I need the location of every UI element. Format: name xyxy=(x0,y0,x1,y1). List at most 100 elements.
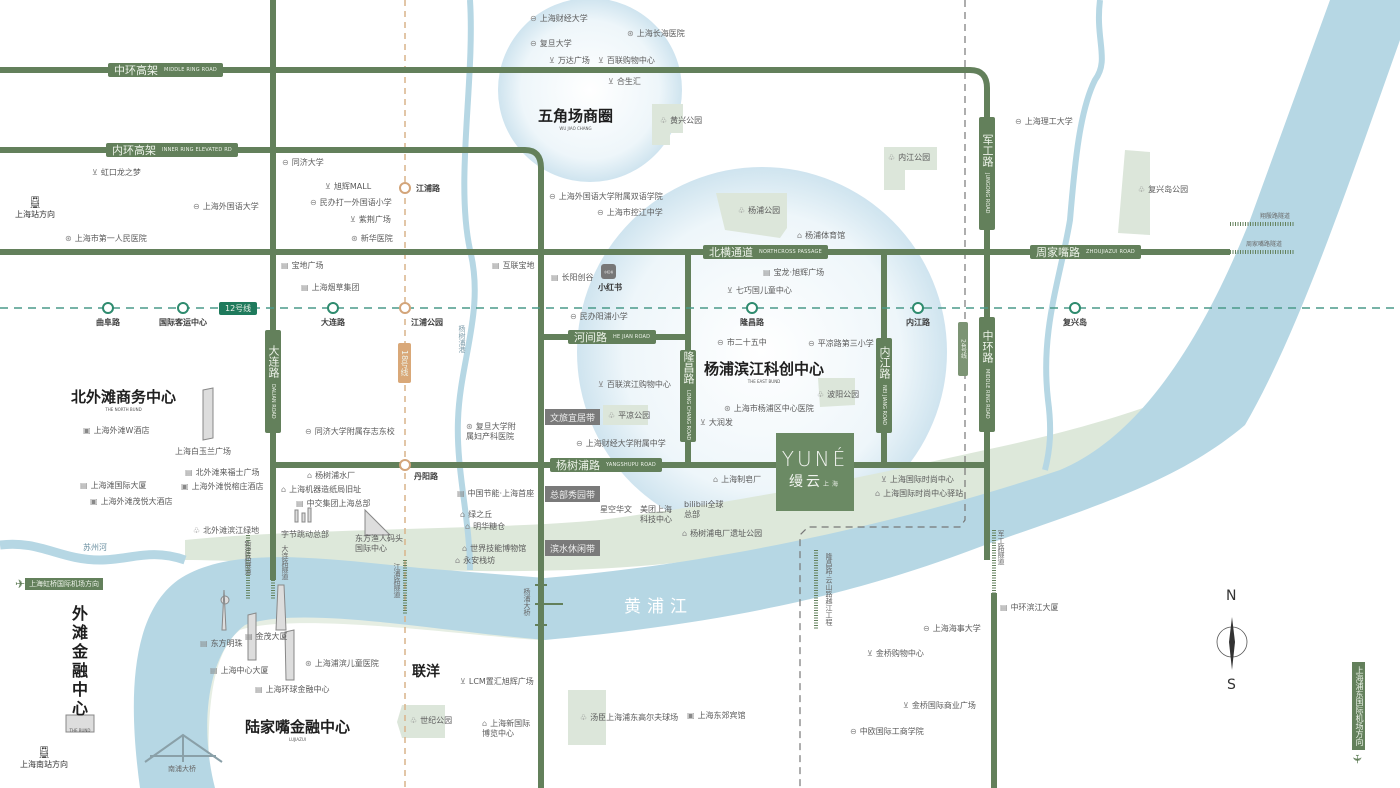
poi-hospital[interactable]: ⊛上海市第一人民医院 xyxy=(65,234,147,244)
poi-shop[interactable]: ⊻大润发 xyxy=(700,418,733,428)
poi-building[interactable]: ▤上海中心大厦 xyxy=(210,666,269,676)
poi-heritage[interactable]: ⌂杨浦体育馆 xyxy=(797,231,845,241)
poi-school[interactable]: ⊖同济大学附属存志东校 xyxy=(305,427,395,437)
poi-park[interactable]: ♧波阳公园 xyxy=(817,390,859,400)
poi-park[interactable]: ♧世纪公园 xyxy=(410,716,452,726)
poi-school[interactable]: ⊖平凉路第三小学 xyxy=(808,339,874,349)
poi-park[interactable]: ♧北外滩滨江绿地 xyxy=(193,526,259,536)
metro-station-danyang[interactable]: 丹阳路 xyxy=(414,472,438,481)
direction-hongqiao-airport[interactable]: ✈︎上海虹桥国际机场方向 xyxy=(15,577,104,591)
metro-station-neijiang[interactable]: 内江路 xyxy=(906,318,930,327)
poi-school[interactable]: ⊖民办打一外国语小学 xyxy=(310,198,392,208)
poi-shop[interactable]: ⊻上海国际时尚中心 xyxy=(881,475,954,485)
district-name-en: THE BUND xyxy=(69,728,91,733)
direction-pudong-airport[interactable]: 上海浦东国际机场方向 xyxy=(1352,662,1365,750)
poi-shop[interactable]: ⊻百联滨江购物中心 xyxy=(598,380,671,390)
poi-park[interactable]: ♧复兴岛公园 xyxy=(1138,185,1188,195)
poi-hospital[interactable]: ⊛上海长海医院 xyxy=(627,29,685,39)
poi-building[interactable]: ▤长阳创谷 xyxy=(551,273,594,283)
poi-park[interactable]: ♧平凉公园 xyxy=(608,411,650,421)
shop-icon: ⊻ xyxy=(325,182,331,191)
poi-hotel[interactable]: ▣上海东郊宾馆 xyxy=(687,711,746,721)
poi-school[interactable]: ⊖上海外国语大学附属双语学院 xyxy=(549,192,663,202)
poi-heritage[interactable]: ⌂上海制皂厂 xyxy=(713,475,761,485)
poi-school[interactable]: ⊖上海财经大学 xyxy=(530,14,588,24)
poi-school[interactable]: ⊖市二十五中 xyxy=(717,338,767,348)
poi-school[interactable]: ⊖上海理工大学 xyxy=(1015,117,1073,127)
road-name-en: MIDDLE RING ROAD xyxy=(164,67,217,73)
poi-building[interactable]: ▤金茂大厦 xyxy=(245,632,288,642)
poi-hotel[interactable]: ▣上海外滩悦榕庄酒店 xyxy=(181,482,264,492)
district-lianyang: 联洋 xyxy=(412,661,440,681)
poi-building[interactable]: ▤上海滩国际大厦 xyxy=(80,481,147,491)
poi-hospital[interactable]: ⊛复旦大学附属妇产科医院 xyxy=(466,422,518,442)
poi-hospital[interactable]: ⊛上海浦滨儿童医院 xyxy=(305,659,379,669)
poi-park[interactable]: ♧汤臣上海浦东高尔夫球场 xyxy=(580,713,678,723)
project-marker-yune[interactable]: YUNÉ 缦云上海 xyxy=(776,433,854,511)
metro-station-qufu[interactable]: 曲阜路 xyxy=(96,318,120,327)
poi-building[interactable]: ▤上海烟草集团 xyxy=(301,283,360,293)
poi-school[interactable]: ⊖复旦大学 xyxy=(530,39,572,49)
metro-station-jiangpu-road[interactable]: 江浦路 xyxy=(416,184,440,193)
poi-heritage[interactable]: ⌂绿之丘 xyxy=(460,510,492,520)
poi-landmark[interactable]: bilibili全球总部 xyxy=(684,500,728,520)
poi-heritage[interactable]: ⌂上海国际时尚中心驿站 xyxy=(875,489,963,499)
poi-building[interactable]: ▤中国节能·上海首座 xyxy=(457,489,534,499)
poi-shop[interactable]: ⊻金桥国际商业广场 xyxy=(903,701,976,711)
poi-school[interactable]: ⊖中欧国际工商学院 xyxy=(850,727,924,737)
poi-school[interactable]: ⊖民办阳浦小学 xyxy=(570,312,628,322)
road-name: 大连路 xyxy=(267,344,280,378)
poi-shop[interactable]: ⊻LCM置汇旭辉广场 xyxy=(460,677,534,687)
poi-heritage[interactable]: ⌂杨树浦水厂 xyxy=(307,471,355,481)
poi-park[interactable]: ♧杨浦公园 xyxy=(738,206,780,216)
poi-hospital[interactable]: ⊛新华医院 xyxy=(351,234,393,244)
poi-shop[interactable]: ⊻七巧国儿童中心 xyxy=(727,286,792,296)
poi-park[interactable]: ♧内江公园 xyxy=(888,153,930,163)
poi-landmark[interactable]: 星空华文 xyxy=(600,505,632,515)
poi-school[interactable]: ⊖同济大学 xyxy=(282,158,324,168)
poi-building[interactable]: ▤东方明珠 xyxy=(200,639,243,649)
heritage-icon: ⌂ xyxy=(482,719,488,728)
poi-landmark[interactable]: 字节跳动总部 xyxy=(281,530,329,540)
road-name-en: INNER RING ELEVATED RD xyxy=(162,147,232,153)
poi-shop[interactable]: ⊻合生汇 xyxy=(608,77,641,87)
metro-station-fuxing-island[interactable]: 复兴岛 xyxy=(1063,318,1087,327)
poi-building[interactable]: ▤上海环球金融中心 xyxy=(255,685,330,695)
poi-building[interactable]: ▤中交集团上海总部 xyxy=(296,499,371,509)
shop-icon: ⊻ xyxy=(92,168,98,177)
poi-shop[interactable]: ⊻金桥购物中心 xyxy=(867,649,924,659)
metro-station-dalian[interactable]: 大连路 xyxy=(321,318,345,327)
poi-heritage[interactable]: ⌂杨树浦电厂遗址公园 xyxy=(682,529,762,539)
poi-building[interactable]: ▤宝龙·旭辉广场 xyxy=(763,268,824,278)
poi-shop[interactable]: ⊻旭辉MALL xyxy=(325,182,371,192)
metro-station-longchang[interactable]: 隆昌路 xyxy=(740,318,764,327)
poi-shop[interactable]: ⊻虹口龙之梦 xyxy=(92,168,141,178)
poi-heritage[interactable]: ⌂上海新国际博览中心 xyxy=(482,719,534,739)
poi-building[interactable]: ▤北外滩来福士广场 xyxy=(185,468,260,478)
poi-school[interactable]: ⊖上海财经大学附属中学 xyxy=(576,439,666,449)
direction-shanghai-south-station[interactable]: 🚆︎上海南站方向 xyxy=(20,745,68,770)
poi-building[interactable]: ▤互联宝地 xyxy=(492,261,535,271)
poi-heritage[interactable]: ⌂明华糖仓 xyxy=(465,522,505,532)
poi-landmark[interactable]: 美团上海科技中心 xyxy=(640,505,674,525)
direction-shanghai-station[interactable]: 🚆︎上海站方向 xyxy=(15,195,55,220)
poi-shop[interactable]: ⊻万达广场 xyxy=(549,56,590,66)
metro-station-international-cruise[interactable]: 国际客运中心 xyxy=(159,318,207,327)
poi-shop[interactable]: ⊻百联购物中心 xyxy=(598,56,655,66)
poi-school[interactable]: ⊖上海海事大学 xyxy=(923,624,981,634)
poi-heritage[interactable]: ⌂上海机器造纸局旧址 xyxy=(281,485,361,495)
poi-shop[interactable]: ⊻紫荆广场 xyxy=(350,215,391,225)
poi-school[interactable]: ⊖上海市控江中学 xyxy=(597,208,663,218)
poi-hospital[interactable]: ⊛上海市杨浦区中心医院 xyxy=(724,404,814,414)
poi-landmark[interactable]: 东方渔人码头国际中心 xyxy=(355,534,407,554)
poi-building[interactable]: ▤宝地广场 xyxy=(281,261,324,271)
poi-hotel[interactable]: ▣上海外滩茂悦大酒店 xyxy=(90,497,173,507)
poi-landmark[interactable]: 上海白玉兰广场 xyxy=(175,447,231,457)
poi-school[interactable]: ⊖上海外国语大学 xyxy=(193,202,259,212)
poi-heritage[interactable]: ⌂永安栈坊 xyxy=(455,556,495,566)
metro-station-jiangpu-park[interactable]: 江浦公园 xyxy=(411,318,443,327)
poi-building[interactable]: ▤中环滨江大厦 xyxy=(1000,603,1059,613)
poi-heritage[interactable]: ⌂世界技能博物馆 xyxy=(462,544,526,554)
poi-hotel[interactable]: ▣上海外滩W酒店 xyxy=(83,426,149,436)
poi-park[interactable]: ♧黄兴公园 xyxy=(660,116,702,126)
